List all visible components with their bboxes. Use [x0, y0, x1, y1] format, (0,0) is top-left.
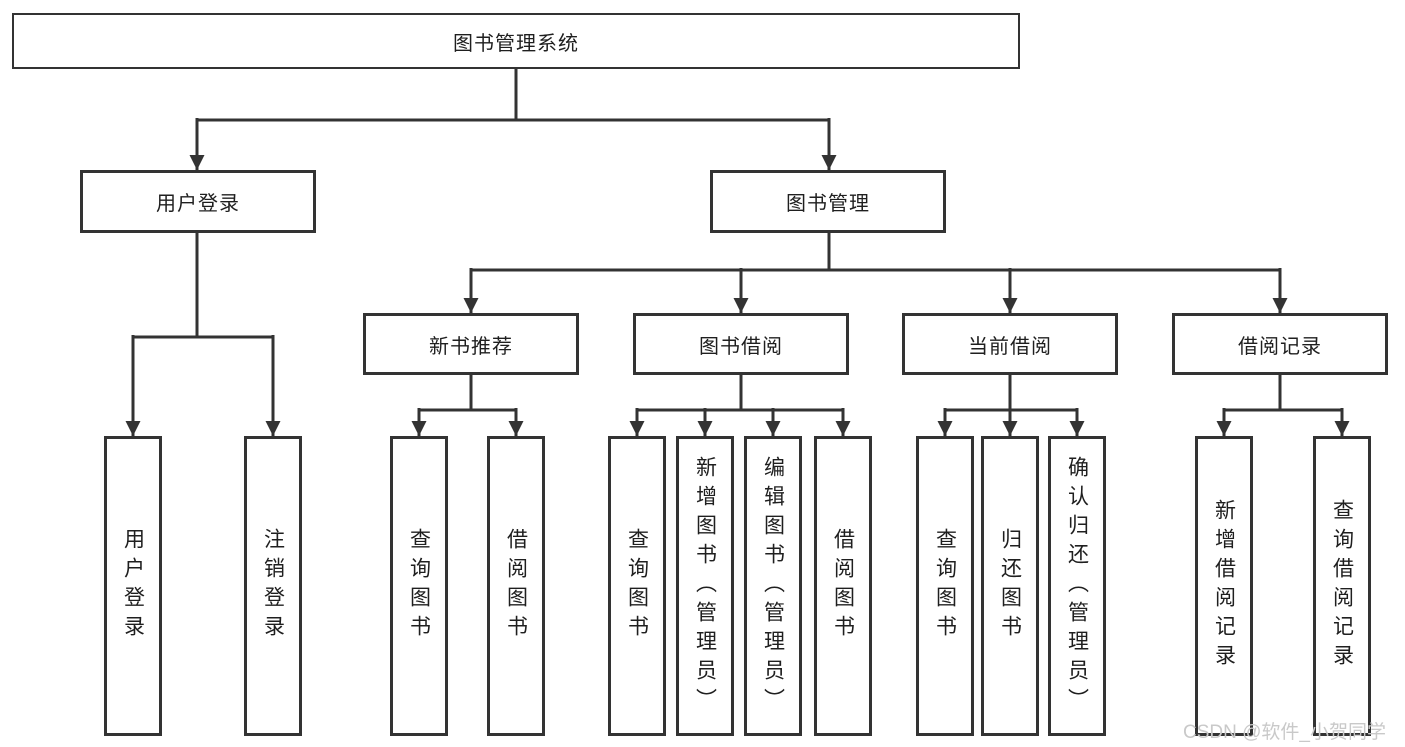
node-borrowing-records: 借阅记录: [1172, 313, 1388, 375]
leaf-br-add-record: 新增借阅记录: [1195, 436, 1253, 736]
connector-book-mgmt-trunk: [471, 233, 1280, 272]
node-root-label: 图书管理系统: [453, 32, 579, 55]
connector-book-borrow-trunk: [637, 375, 843, 412]
leaf-logout-label: 注销登录: [261, 528, 285, 644]
node-book-borrowing: 图书借阅: [633, 313, 849, 375]
leaf-bb-add-books-admin-label: 新增图书（管理员）: [693, 455, 717, 717]
leaf-user-login: 用户登录: [104, 436, 162, 736]
node-new-book-recommend-label: 新书推荐: [429, 335, 513, 358]
leaf-bb-query-books-label: 查询图书: [625, 528, 649, 644]
connector-current-borrow-trunk: [945, 375, 1077, 412]
leaf-bb-borrow-books-label: 借阅图书: [831, 528, 855, 644]
node-book-management-label: 图书管理: [786, 193, 870, 215]
leaf-bb-borrow-books: 借阅图书: [814, 436, 872, 736]
leaf-cb-confirm-return-admin: 确认归还（管理员）: [1048, 436, 1106, 736]
leaf-cb-return-books-label: 归还图书: [998, 528, 1022, 644]
leaf-cb-confirm-return-admin-label: 确认归还（管理员）: [1065, 455, 1089, 717]
leaf-bb-edit-books-admin: 编辑图书（管理员）: [744, 436, 802, 736]
connector-root-trunk: [197, 67, 829, 122]
leaf-cb-return-books: 归还图书: [981, 436, 1039, 736]
node-user-login: 用户登录: [80, 170, 316, 233]
node-book-borrowing-label: 图书借阅: [699, 335, 783, 358]
leaf-br-add-record-label: 新增借阅记录: [1212, 499, 1236, 673]
leaf-logout: 注销登录: [244, 436, 302, 736]
connector-user-login-trunk: [133, 233, 273, 339]
leaf-cb-query-books-label: 查询图书: [933, 528, 957, 644]
node-current-borrowing: 当前借阅: [902, 313, 1118, 375]
node-book-management: 图书管理: [710, 170, 946, 233]
node-current-borrowing-label: 当前借阅: [968, 335, 1052, 358]
leaf-nb-borrow-books: 借阅图书: [487, 436, 545, 736]
leaf-bb-edit-books-admin-label: 编辑图书（管理员）: [761, 455, 785, 717]
connector-borrow-record-trunk: [1224, 375, 1342, 412]
leaf-user-login-label: 用户登录: [121, 528, 145, 644]
leaf-nb-borrow-books-label: 借阅图书: [504, 528, 528, 644]
leaf-bb-add-books-admin: 新增图书（管理员）: [676, 436, 734, 736]
leaf-nb-query-books-label: 查询图书: [407, 528, 431, 644]
leaf-nb-query-books: 查询图书: [390, 436, 448, 736]
leaf-bb-query-books: 查询图书: [608, 436, 666, 736]
leaf-br-query-record: 查询借阅记录: [1313, 436, 1371, 736]
csdn-watermark: CSDN @软件_小贺同学: [1183, 722, 1386, 743]
leaf-cb-query-books: 查询图书: [916, 436, 974, 736]
leaf-br-query-record-label: 查询借阅记录: [1330, 499, 1354, 673]
node-new-book-recommend: 新书推荐: [363, 313, 579, 375]
node-borrowing-records-label: 借阅记录: [1238, 335, 1322, 358]
node-root-system: 图书管理系统: [12, 13, 1020, 69]
connector-new-book-trunk: [419, 375, 516, 412]
node-user-login-label: 用户登录: [156, 193, 240, 215]
